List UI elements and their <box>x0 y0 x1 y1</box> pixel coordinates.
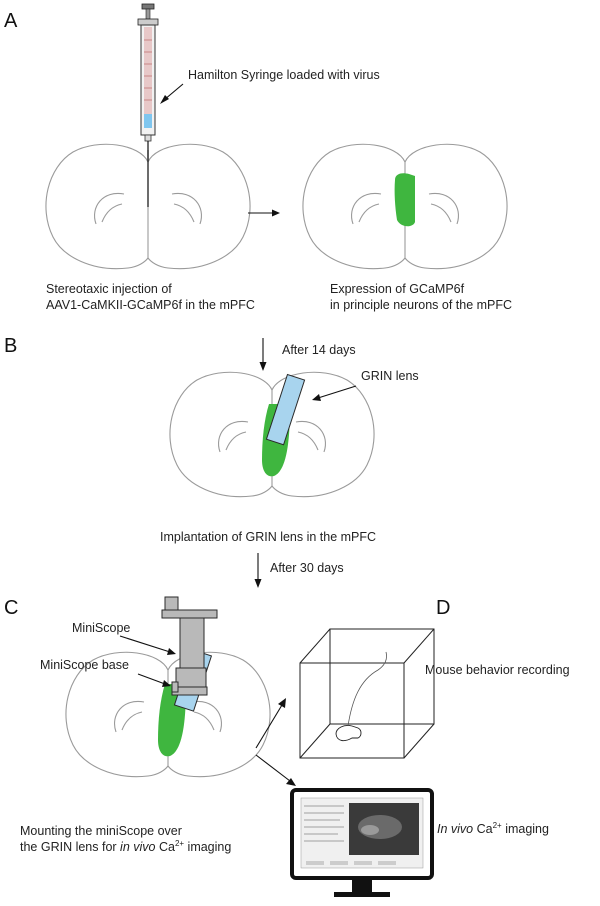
miniscope-icon <box>161 596 218 696</box>
mouse-icon <box>335 725 362 742</box>
syringe-label: Hamilton Syringe loaded with virus <box>188 68 380 82</box>
miniscope-base-label: MiniScope base <box>40 658 129 672</box>
implant-caption: Implantation of GRIN lens in the mPFC <box>160 530 376 544</box>
behavior-label: Mouse behavior recording <box>425 663 570 677</box>
panel-label-a: A <box>4 10 18 32</box>
injection-caption-line2: AAV1-CaMKII-GCaMP6f in the mPFC <box>46 298 255 312</box>
grin-lens-icon <box>265 373 306 446</box>
panel-label-c: C <box>4 597 18 619</box>
grin-lens-label: GRIN lens <box>361 369 419 383</box>
brain-implant <box>169 371 375 498</box>
panel-label-b: B <box>4 335 17 357</box>
expression-caption-line1: Expression of GCaMP6f <box>330 282 465 296</box>
panel-label-d: D <box>436 597 450 619</box>
injection-caption-line1: Stereotaxic injection of <box>46 282 172 296</box>
delay-30-days-label: After 30 days <box>270 561 344 575</box>
brain-expression <box>302 143 508 270</box>
monitor-icon <box>290 788 434 897</box>
mount-caption-line1: Mounting the miniScope over <box>20 824 182 838</box>
miniscope-label: MiniScope <box>72 621 130 635</box>
expression-caption-line2: in principle neurons of the mPFC <box>330 298 512 312</box>
gcamp-expression-region <box>394 173 415 227</box>
mount-caption-line2: the GRIN lens for in vivo Ca2+ imaging <box>20 839 231 854</box>
imaging-label: In vivo Ca2+ imaging <box>437 821 549 836</box>
delay-14-days-label: After 14 days <box>282 343 356 357</box>
behavior-arena-icon <box>299 628 435 759</box>
